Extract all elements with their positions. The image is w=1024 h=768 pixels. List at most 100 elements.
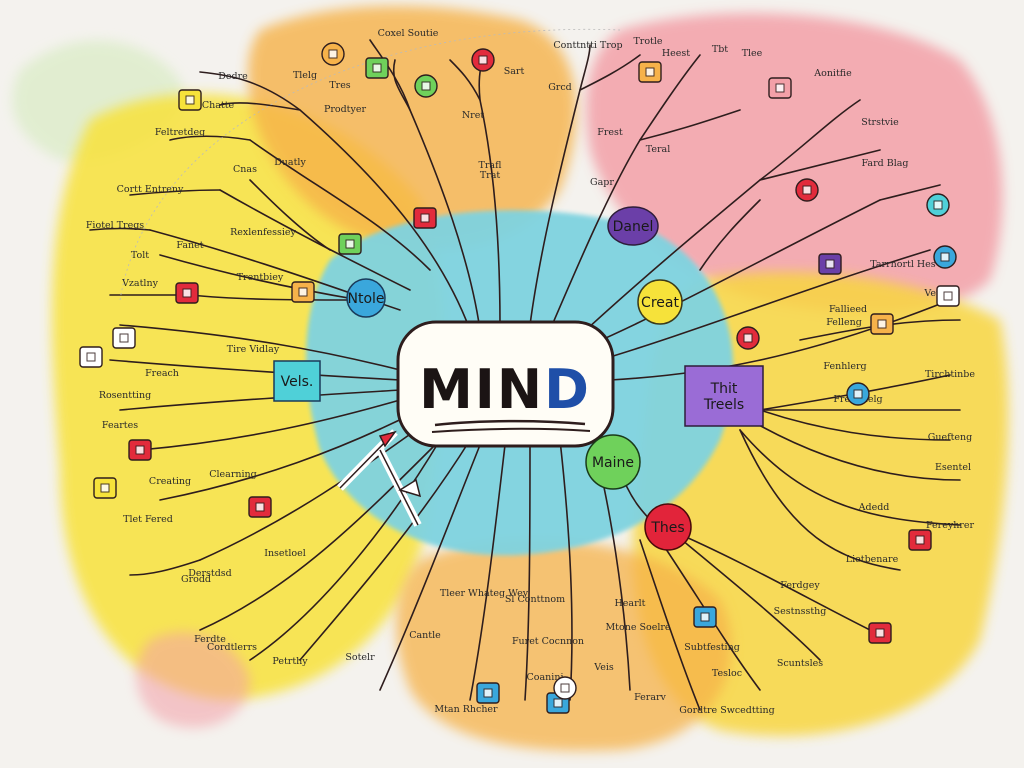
hub-trees-shape — [684, 365, 764, 427]
paper-icon — [936, 285, 960, 307]
branch-label: Feartes — [102, 420, 138, 431]
photo-icon — [291, 281, 315, 303]
cup-icon — [553, 676, 577, 700]
target-icon — [321, 42, 345, 66]
branch-label: Vzatlny — [121, 278, 159, 289]
branch-label: Adedd — [858, 502, 890, 513]
branch — [549, 139, 641, 331]
branch — [589, 199, 881, 346]
branch-lines — [89, 39, 961, 711]
hub-maine[interactable]: Maine — [585, 434, 641, 490]
shield-face-icon — [248, 496, 272, 518]
hub-maine-label: Maine — [592, 455, 634, 471]
hub-thes-label: Thes — [650, 520, 684, 536]
branch-label: Coxel Soutie — [378, 28, 439, 39]
book-icon — [638, 61, 662, 83]
central-node[interactable]: MIND — [396, 320, 615, 448]
branch-label: Tesloc — [712, 668, 742, 679]
music-note-icon — [818, 253, 842, 275]
branch — [739, 429, 901, 571]
hub-creat-label: Creat — [641, 295, 679, 311]
central-title: MIND — [419, 358, 591, 421]
decorative-arc — [119, 28, 621, 301]
branch-label: Ferdgey — [780, 580, 820, 591]
question-icon — [413, 207, 437, 229]
hub-maine-shape — [585, 434, 641, 490]
folder-icon — [178, 89, 202, 111]
hub-daniel-shape — [607, 206, 659, 246]
hub-note[interactable]: Ntole — [346, 278, 386, 318]
branch-label: Fallieed — [829, 304, 867, 315]
branch-label: Sart — [504, 66, 525, 77]
branch-label: Felleng — [826, 317, 862, 328]
hub-note-label: Ntole — [347, 291, 384, 307]
branch-label: Prodtyer — [324, 104, 367, 115]
branch-label: Teral — [646, 144, 670, 155]
pin-icon — [908, 529, 932, 551]
hub-vels-shape — [273, 360, 321, 402]
branch-label: Tleer Whateg Wey — [440, 588, 529, 599]
branch — [89, 227, 151, 231]
branch-label: Rosentting — [99, 390, 151, 401]
hub-vels[interactable]: Vels. — [273, 360, 321, 402]
envelope-icon — [476, 682, 500, 704]
branch-label: Chatte — [202, 100, 235, 111]
branch — [159, 254, 361, 301]
branch-label: Tlelg — [293, 70, 317, 81]
rocket-icon — [768, 77, 792, 99]
branch — [159, 409, 421, 501]
branch-label: Heest — [662, 48, 690, 59]
branch — [219, 102, 301, 111]
branch-label: Lietbenare — [846, 554, 899, 565]
branch — [249, 439, 441, 661]
branch-label: Nret — [462, 110, 484, 121]
branch-label: Strstvie — [861, 117, 899, 128]
branch-label: Creating — [149, 476, 191, 487]
hub-daniel[interactable]: Danel — [607, 206, 659, 246]
branch-label: Fanet — [176, 240, 203, 251]
branch-label: Hearlt — [615, 598, 646, 609]
hub-creat[interactable]: Creat — [637, 279, 683, 325]
branch — [599, 249, 931, 361]
branch — [529, 44, 591, 326]
branch-label: Mtone Soelre — [605, 622, 670, 633]
branch — [129, 189, 221, 196]
crossed-arrows-icon — [337, 429, 422, 527]
branch — [699, 199, 761, 271]
branch-label: Petrthy — [272, 656, 308, 667]
branch-label: Gordtre Swcedtting — [679, 705, 774, 716]
hub-thes[interactable]: Thes — [644, 503, 692, 551]
branch — [639, 539, 701, 711]
central-title-accent: D — [544, 358, 591, 421]
branch — [749, 419, 961, 481]
central-title-main: MIN — [419, 358, 544, 421]
branch-label: Mtan Rhcher — [434, 704, 498, 715]
branch — [639, 54, 701, 141]
branch-label: Veis — [593, 662, 614, 673]
branch — [249, 179, 331, 251]
branch-label: Dedre — [218, 71, 248, 82]
branch-label: Grodd — [181, 574, 211, 585]
branch-label: Subtfesting — [684, 642, 740, 653]
branch — [199, 419, 431, 561]
branch — [392, 59, 411, 111]
branch-label: Fiotel Tregs — [86, 220, 144, 231]
branch — [639, 109, 741, 141]
branch-label: Sotelr — [345, 652, 375, 663]
branch-label: Fenhlerg — [823, 361, 866, 372]
compass-icon — [736, 326, 760, 350]
branch-label: Furet Cocnnon — [512, 636, 584, 647]
hub-thes-shape — [644, 503, 692, 551]
branch-label: Guefteng — [928, 432, 973, 443]
central-node-box — [396, 320, 615, 448]
branch — [469, 444, 506, 701]
hub-daniel-label: Danel — [613, 219, 654, 235]
branch — [109, 359, 401, 381]
laptop-icon — [338, 233, 362, 255]
branch-label: Gapr — [590, 177, 614, 188]
branch-label: Coanini — [527, 672, 564, 683]
